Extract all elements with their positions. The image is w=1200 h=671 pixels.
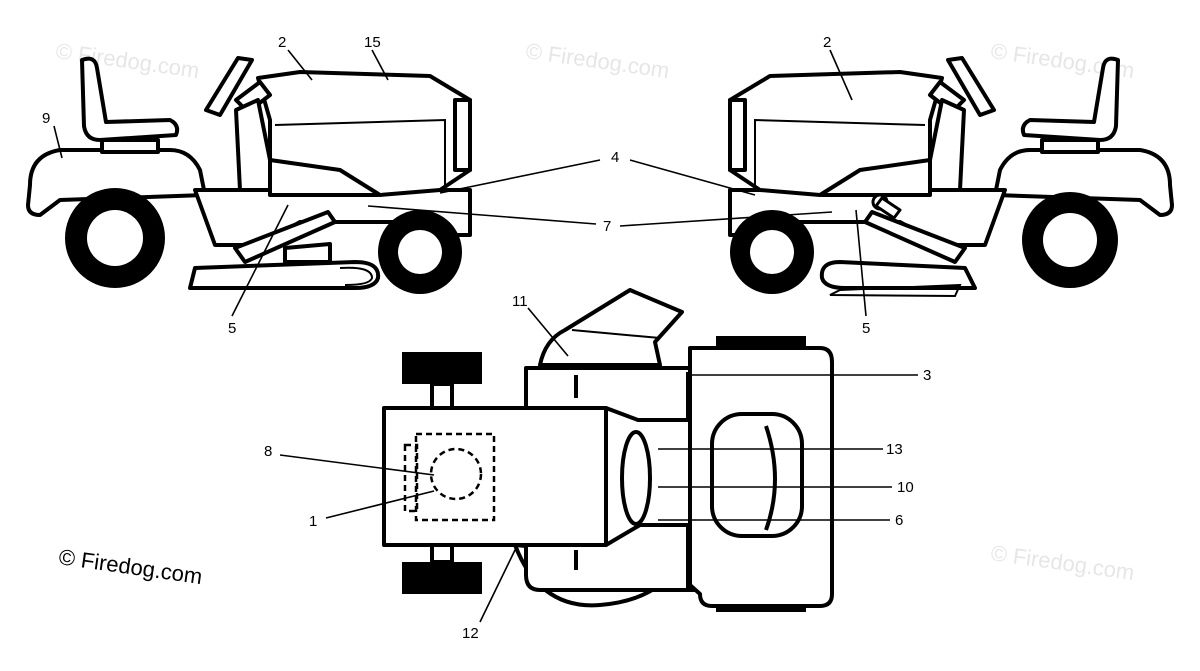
callout-labels: 9 2 15 5 4 7 2 5 11 3 13 10 6 8 1 12	[42, 34, 931, 642]
rear-tire-bottom	[402, 562, 482, 594]
steering-wheel-right	[946, 56, 996, 117]
callout-2-right: 2	[823, 34, 831, 51]
grille-right	[728, 98, 747, 172]
callout-5-right: 5	[862, 320, 870, 337]
callout-13: 13	[886, 441, 903, 458]
seat-right	[1020, 56, 1120, 142]
callout-2-left: 2	[278, 34, 286, 51]
mower-deck-right	[819, 260, 977, 290]
copyright-credit: © Firedog.com	[57, 544, 204, 589]
callout-15: 15	[364, 34, 381, 51]
callout-11: 11	[512, 293, 528, 310]
callout-7: 7	[603, 218, 611, 235]
callout-4: 4	[611, 149, 619, 166]
callout-6: 6	[895, 512, 903, 529]
rear-tire-top	[402, 352, 482, 384]
grille-left	[453, 98, 472, 172]
callout-5-left: 5	[228, 320, 236, 337]
tractor-right-side-view	[728, 56, 1174, 298]
steering-wheel-left	[204, 56, 254, 117]
callout-8: 8	[264, 443, 272, 460]
leader-lines	[53, 49, 918, 623]
watermark-bottom-right: © Firedog.com	[989, 540, 1136, 585]
mower-deck-left	[188, 260, 381, 290]
hood-left	[256, 70, 472, 197]
discharge-chute	[538, 288, 684, 367]
rear-fender-right	[993, 148, 1174, 217]
callout-3: 3	[923, 367, 931, 384]
callout-1: 1	[309, 513, 317, 530]
hood-right	[728, 70, 944, 197]
seat-left	[80, 56, 180, 142]
watermark-top-center: © Firedog.com	[524, 38, 671, 83]
callout-9: 9	[42, 110, 50, 127]
callout-10: 10	[897, 479, 914, 496]
tractor-left-side-view	[26, 56, 472, 294]
rear-fender-left	[26, 148, 207, 217]
tractor-top-view	[382, 288, 834, 612]
callout-12: 12	[462, 625, 479, 642]
watermark-top-left: © Firedog.com	[54, 38, 201, 83]
